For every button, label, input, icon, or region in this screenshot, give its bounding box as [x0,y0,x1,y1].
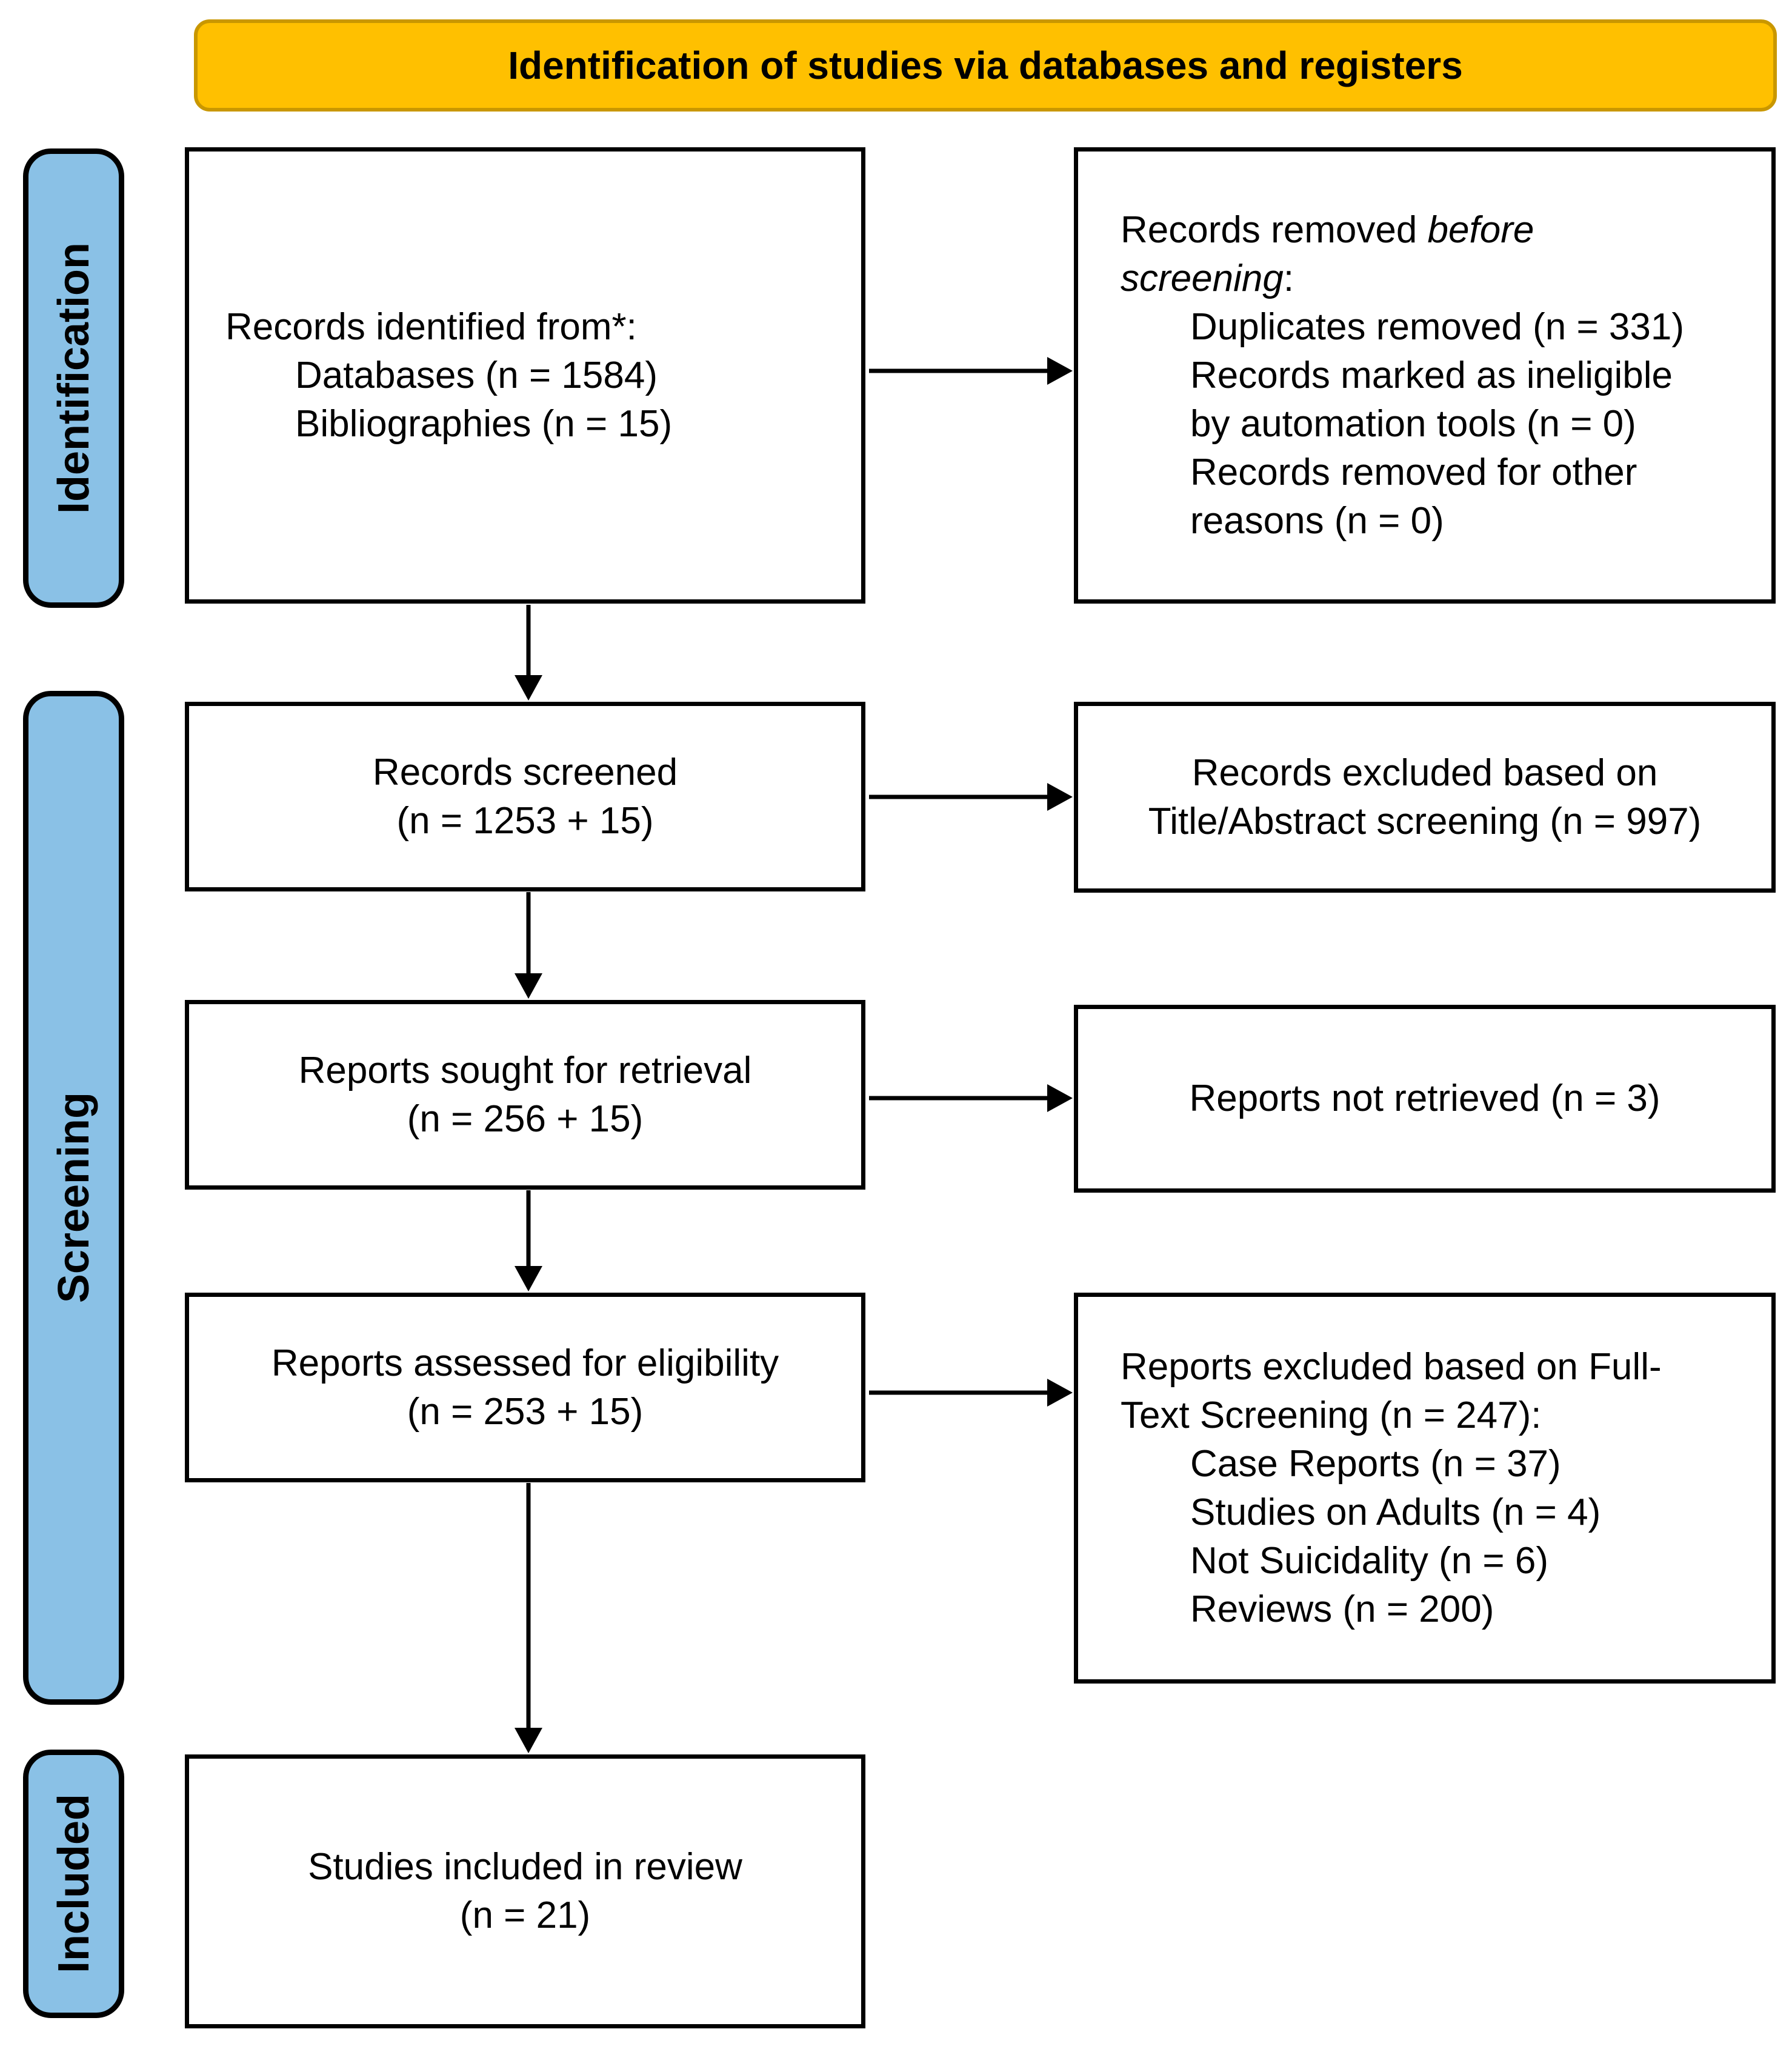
box-records-removed: Records removed before screening: Duplic… [1074,147,1776,604]
records-screened-line1: Records screened [372,751,678,793]
reports-sought-line2: (n = 256 + 15) [407,1098,644,1140]
reports-assessed-line2: (n = 253 + 15) [407,1390,644,1433]
stage-bar-screening: Screening [23,691,124,1705]
records-removed-title-line1: Records removed before [1121,206,1747,255]
records-removed-title-colon: : [1283,257,1294,299]
arrow-assessed-to-excluded-full-text [869,1379,1073,1407]
stage-bar-identification: Identification [23,148,124,608]
records-removed-item: Records removed for other [1190,451,1637,493]
arrow-screened-to-excluded [869,783,1073,811]
reports-excluded-item: Not Suicidality (n = 6) [1190,1539,1548,1582]
records-removed-title-normal: Records removed [1121,208,1428,251]
arrow-sought-to-assessed [515,1190,542,1291]
banner: Identification of studies via databases … [194,19,1777,112]
box-reports-excluded-full-text: Reports excluded based on Full- Text Scr… [1074,1293,1776,1684]
reports-excluded-item: Studies on Adults (n = 4) [1190,1491,1601,1533]
box-reports-sought: Reports sought for retrieval (n = 256 + … [185,1000,865,1190]
records-identified-item: Databases (n = 1584) [295,354,658,396]
records-removed-item: reasons (n = 0) [1190,499,1444,542]
records-excluded-line1: Records excluded based on [1191,751,1658,794]
stage-bar-included: Included [23,1750,124,2018]
records-removed-title-italic: screening [1121,257,1284,299]
records-identified-item: Bibliographies (n = 15) [295,402,673,445]
records-removed-title-line2: screening: [1121,255,1747,303]
stage-label-screening: Screening [49,1092,98,1304]
records-removed-item: Records marked as ineligible [1190,354,1673,396]
records-identified-title: Records identified from*: [225,305,637,348]
box-studies-included: Studies included in review (n = 21) [185,1754,865,2028]
arrow-identified-to-removed [869,357,1073,385]
arrow-assessed-to-included [515,1483,542,1753]
box-reports-not-retrieved: Reports not retrieved (n = 3) [1074,1005,1776,1193]
box-reports-assessed: Reports assessed for eligibility (n = 25… [185,1293,865,1482]
studies-included-line1: Studies included in review [308,1846,742,1888]
records-screened-line2: (n = 1253 + 15) [396,799,654,842]
arrow-identified-to-screened [515,605,542,701]
stage-label-identification: Identification [49,242,98,514]
arrow-sought-to-not-retrieved [869,1084,1073,1112]
reports-excluded-item: Reviews (n = 200) [1190,1588,1494,1630]
reports-excluded-item: Case Reports (n = 37) [1190,1442,1561,1485]
box-records-identified: Records identified from*: Databases (n =… [185,147,865,604]
reports-assessed-line1: Reports assessed for eligibility [271,1342,779,1384]
box-records-screened: Records screened (n = 1253 + 15) [185,702,865,891]
reports-sought-line1: Reports sought for retrieval [298,1049,752,1091]
records-removed-item: by automation tools (n = 0) [1190,402,1636,445]
box-records-excluded-title-abstract: Records excluded based on Title/Abstract… [1074,702,1776,893]
reports-not-retrieved-line1: Reports not retrieved (n = 3) [1189,1078,1660,1119]
reports-excluded-title-line2: Text Screening (n = 247): [1121,1394,1542,1436]
records-excluded-line2: Title/Abstract screening (n = 997) [1148,800,1702,842]
arrow-screened-to-sought [515,892,542,999]
records-removed-title-italic: before [1427,208,1534,251]
stage-label-included: Included [49,1794,98,1974]
reports-excluded-title-line1: Reports excluded based on Full- [1121,1345,1662,1388]
studies-included-line2: (n = 21) [459,1894,591,1936]
banner-title: Identification of studies via databases … [508,44,1463,87]
records-removed-item: Duplicates removed (n = 331) [1190,305,1685,348]
